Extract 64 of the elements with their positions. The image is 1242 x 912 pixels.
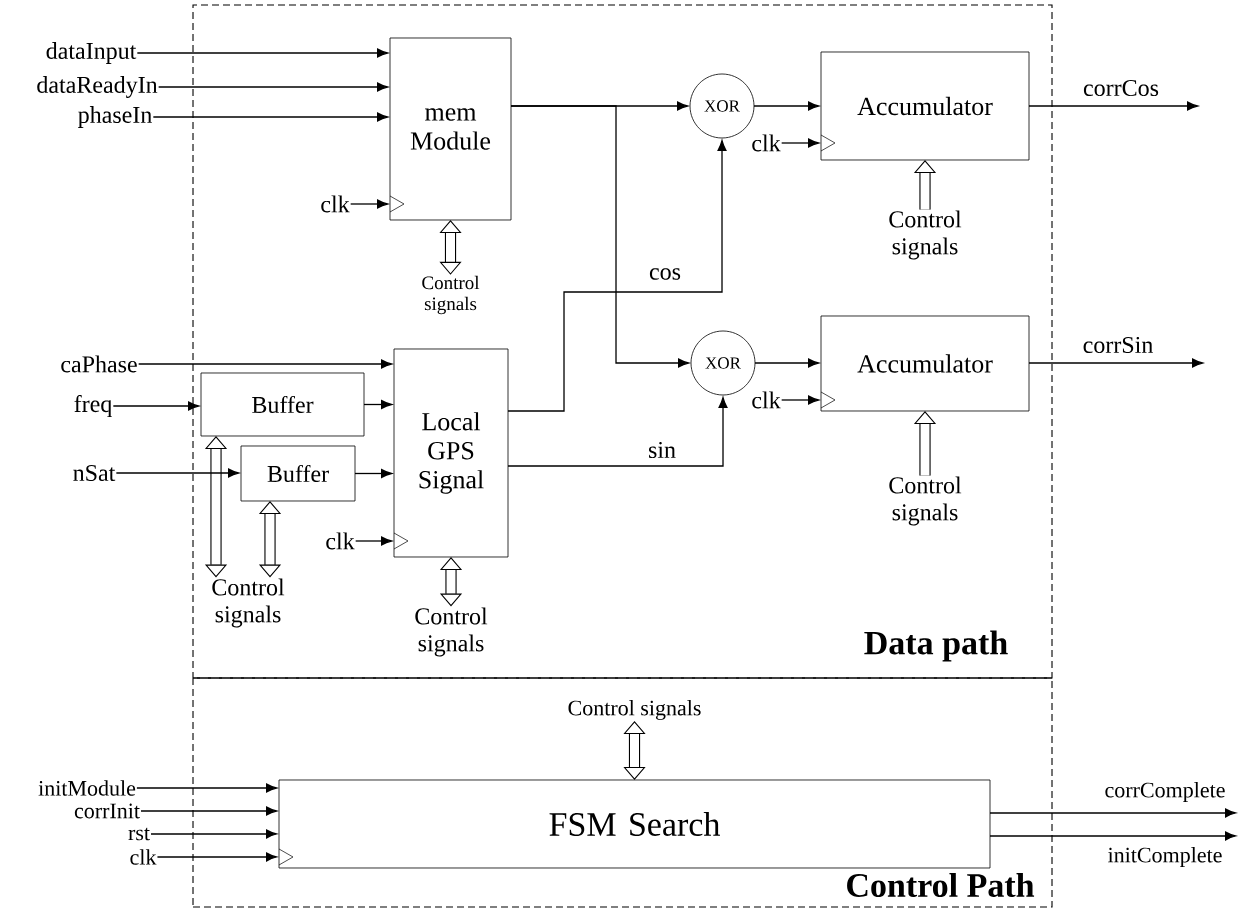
block-box: mem Module bbox=[389, 37, 512, 221]
block-box: Buffer bbox=[200, 372, 365, 437]
arrow bbox=[754, 358, 820, 368]
edge-label: cos bbox=[648, 267, 682, 281]
arrow bbox=[1028, 358, 1204, 368]
signal-label: Control signals bbox=[212, 578, 285, 628]
signal-label: clk bbox=[326, 532, 355, 550]
arrow bbox=[136, 48, 389, 58]
signal-label: phaseIn bbox=[78, 106, 152, 128]
arrow bbox=[989, 831, 1237, 841]
signal-label: caPhase bbox=[61, 355, 137, 373]
signal-label: dataReadyIn bbox=[37, 76, 158, 98]
signal-label: Control signals bbox=[415, 607, 488, 657]
arrow bbox=[354, 469, 393, 478]
block-arrow bbox=[439, 557, 463, 607]
arrow bbox=[781, 395, 820, 405]
edge-label: corrComplete bbox=[1103, 781, 1227, 803]
arrow bbox=[115, 468, 240, 478]
signal-label: Control signals bbox=[422, 275, 480, 315]
arrow bbox=[507, 396, 728, 467]
signal-label: dataInput bbox=[46, 42, 137, 64]
signal-label: Control signals bbox=[889, 476, 962, 526]
arrow bbox=[1028, 101, 1199, 111]
block-arrow bbox=[204, 436, 228, 578]
signal-label: initModule bbox=[38, 780, 136, 796]
block-box: Accumulator bbox=[820, 315, 1030, 412]
signal-label: rst bbox=[128, 827, 150, 841]
signal-label: Control signals bbox=[568, 700, 701, 720]
block-box: Local GPS Signal bbox=[393, 348, 509, 558]
signal-label: clk bbox=[130, 849, 157, 865]
arrow bbox=[507, 139, 727, 412]
block-arrow bbox=[623, 721, 646, 780]
arrow bbox=[112, 401, 200, 411]
edge-label: sin bbox=[647, 440, 677, 460]
arrow bbox=[350, 199, 389, 209]
edge-label: corrSin bbox=[1081, 335, 1155, 355]
arrow bbox=[150, 829, 278, 839]
block-box: Accumulator bbox=[820, 51, 1030, 161]
arrow bbox=[136, 783, 278, 793]
arrow bbox=[781, 138, 820, 148]
arrow bbox=[158, 82, 389, 92]
signal-label: freq bbox=[74, 395, 112, 417]
signal-label: clk bbox=[752, 134, 781, 152]
signal-label: Control signals bbox=[889, 210, 962, 260]
arrow bbox=[138, 359, 393, 369]
section-heading: Data path bbox=[864, 630, 1008, 662]
section-heading: Control Path bbox=[847, 873, 1035, 897]
arrow bbox=[355, 536, 393, 546]
arrow bbox=[753, 101, 820, 111]
block-arrow bbox=[258, 501, 282, 578]
edge-label: initComplete bbox=[1106, 846, 1224, 868]
arrow bbox=[363, 400, 393, 409]
arrow bbox=[140, 806, 278, 816]
block-arrow bbox=[439, 220, 462, 275]
arrow bbox=[510, 105, 690, 368]
arrow bbox=[156, 852, 278, 862]
edge-label: corrCos bbox=[1082, 78, 1160, 98]
signal-label: nSat bbox=[73, 464, 116, 482]
arrow bbox=[152, 112, 389, 122]
block-box: FSM Search bbox=[278, 779, 991, 869]
arrow bbox=[989, 808, 1237, 818]
signal-label: corrInit bbox=[74, 803, 140, 819]
signal-label: clk bbox=[321, 195, 350, 213]
block-box: Buffer bbox=[240, 445, 356, 502]
